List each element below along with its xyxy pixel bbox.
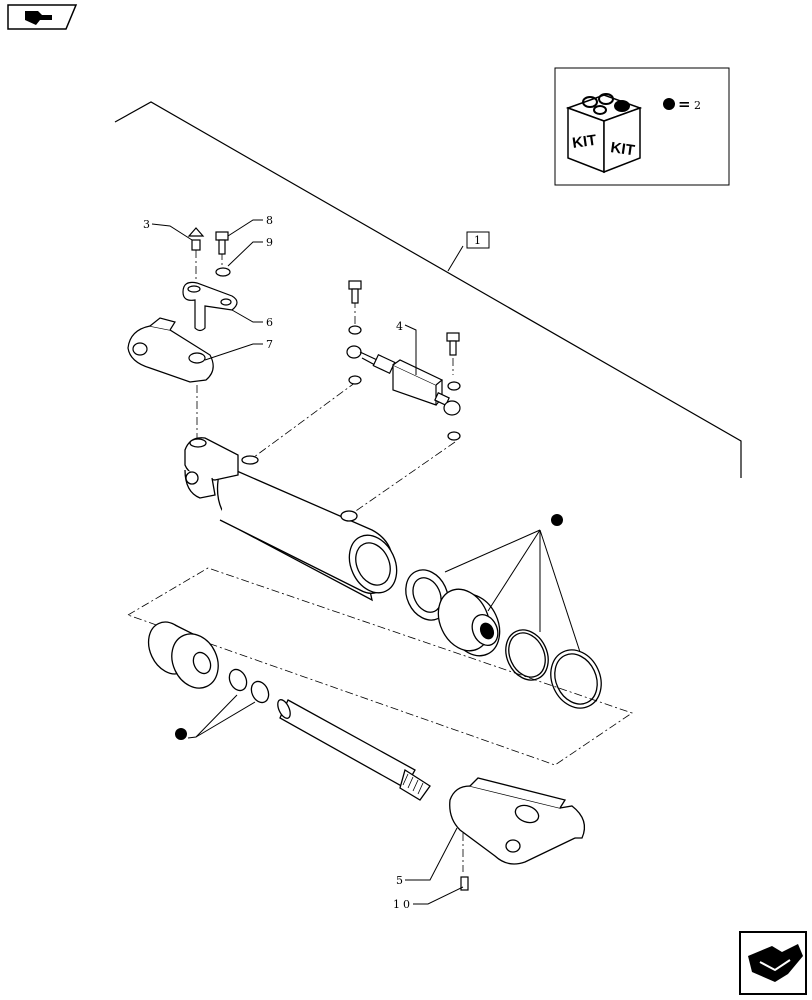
o-ring-large	[550, 649, 602, 709]
callout-5: 5	[396, 874, 403, 887]
sensor-assembly-part-4	[346, 280, 461, 441]
bolt-part-8	[215, 231, 229, 255]
callout-9: 9	[266, 236, 273, 249]
callout-7: 7	[266, 338, 273, 351]
callout-3: 3	[143, 218, 150, 231]
kit-marker-left	[175, 728, 187, 740]
callout-leaders	[151, 219, 464, 905]
kit-marker-right	[551, 514, 563, 526]
callout-1-box: 1	[466, 231, 490, 249]
washer-part-9	[215, 267, 231, 277]
rod-seal	[405, 569, 449, 621]
kit-quantity: 2	[694, 99, 701, 112]
kit-label-right: KIT	[609, 139, 635, 159]
kit-label-left: KIT	[571, 132, 597, 152]
next-page-icon[interactable]	[739, 931, 807, 995]
rod-end-clevis-part-5	[449, 777, 586, 865]
callout-1: 1	[474, 234, 481, 247]
kit-legend-box: KIT KIT = 2	[554, 67, 730, 186]
callout-4: 4	[396, 320, 403, 333]
pin-plate-part-6	[182, 281, 238, 332]
callout-10: 10	[393, 898, 413, 911]
assembly-bracket-line	[114, 101, 742, 478]
clevis-bracket-part-7	[127, 317, 214, 383]
callout-8: 8	[266, 214, 273, 227]
piston	[437, 588, 501, 657]
previous-page-icon[interactable]	[7, 4, 78, 30]
callout-6: 6	[266, 316, 273, 329]
o-ring-small	[505, 629, 549, 681]
grease-fitting-part-3	[187, 227, 205, 251]
set-screw-part-10	[460, 876, 469, 891]
kit-box-icon: KIT KIT	[565, 93, 643, 174]
gland	[147, 621, 219, 689]
piston-rod	[277, 699, 431, 801]
kit-marker-leaders	[187, 529, 581, 739]
kit-bullet-icon	[663, 98, 675, 110]
wiper-seal	[228, 668, 270, 704]
cylinder-barrel	[184, 437, 398, 602]
kit-equals: =	[678, 95, 691, 113]
